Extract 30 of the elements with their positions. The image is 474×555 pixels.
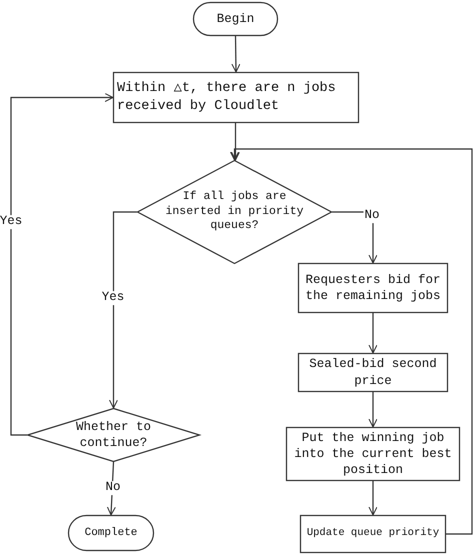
node-text: Within △t, there are n jobs received by Cloudlet	[117, 80, 337, 116]
node-text: Begin	[216, 10, 254, 28]
arrow	[231, 123, 240, 160]
node-text: Sealed-bid second price	[308, 356, 438, 389]
edge-label: No	[104, 481, 122, 495]
arrow	[10, 93, 114, 436]
process-box	[298, 353, 448, 392]
process-box	[286, 427, 460, 481]
arrow	[368, 481, 378, 516]
decision-diamond	[137, 160, 332, 264]
decision-diamond	[27, 408, 200, 462]
edge-label: Yes	[100, 291, 126, 305]
node-text: Put the winning job into the current best position	[293, 430, 453, 478]
arrow	[109, 211, 137, 408]
terminal-shape	[193, 2, 278, 36]
terminal-shape	[68, 515, 154, 551]
arrow	[368, 313, 378, 354]
node-text: Update queue priority	[306, 527, 440, 541]
arrow	[230, 148, 473, 535]
node-text: Requesters bid for the remaining jobs	[304, 272, 442, 304]
arrow	[368, 392, 378, 428]
edge-label: Yes	[0, 215, 24, 229]
node-text: Whether to continue?	[74, 418, 152, 452]
process-box	[300, 515, 446, 553]
node-text: Complete	[84, 526, 138, 540]
process-box	[113, 72, 359, 123]
process-box	[298, 263, 448, 313]
arrow	[231, 36, 240, 72]
node-text: If all jobs are inserted in priority queues?	[164, 190, 305, 234]
edge-label: No	[364, 209, 380, 223]
